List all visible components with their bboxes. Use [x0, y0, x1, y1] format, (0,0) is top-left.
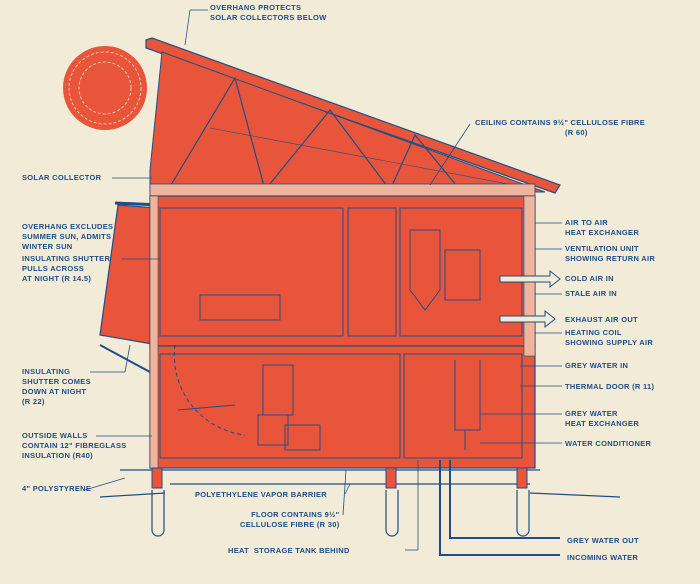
label-water-conditioner: WATER CONDITIONER [565, 439, 652, 448]
label-solar-collector: SOLAR COLLECTOR [22, 173, 102, 182]
label-ceiling: CEILING CONTAINS 9½" CELLULOSE FIBRE(R 6… [475, 118, 646, 137]
label-thermal-door: THERMAL DOOR (R 11) [565, 382, 655, 391]
label-polystyrene: 4" POLYSTYRENE [22, 484, 92, 493]
label-exhaust-air-out: EXHAUST AIR OUT [565, 315, 638, 324]
roof [145, 37, 561, 194]
label-grey-water-in: GREY WATER IN [565, 361, 629, 370]
label-incoming-water: INCOMING WATER [567, 553, 639, 562]
label-cold-air-in: COLD AIR IN [565, 274, 614, 283]
label-heat-storage: HEAT STORAGE TANK BEHIND [228, 546, 350, 555]
label-vapor-barrier: POLYETHYLENE VAPOR BARRIER [195, 490, 327, 499]
label-grey-water-out: GREY WATER OUT [567, 536, 639, 545]
label-stale-air-in: STALE AIR IN [565, 289, 617, 298]
sun-icon [63, 46, 147, 130]
label-floor: FLOOR CONTAINS 9½"CELLULOSE FIBRE (R 30) [240, 510, 340, 529]
